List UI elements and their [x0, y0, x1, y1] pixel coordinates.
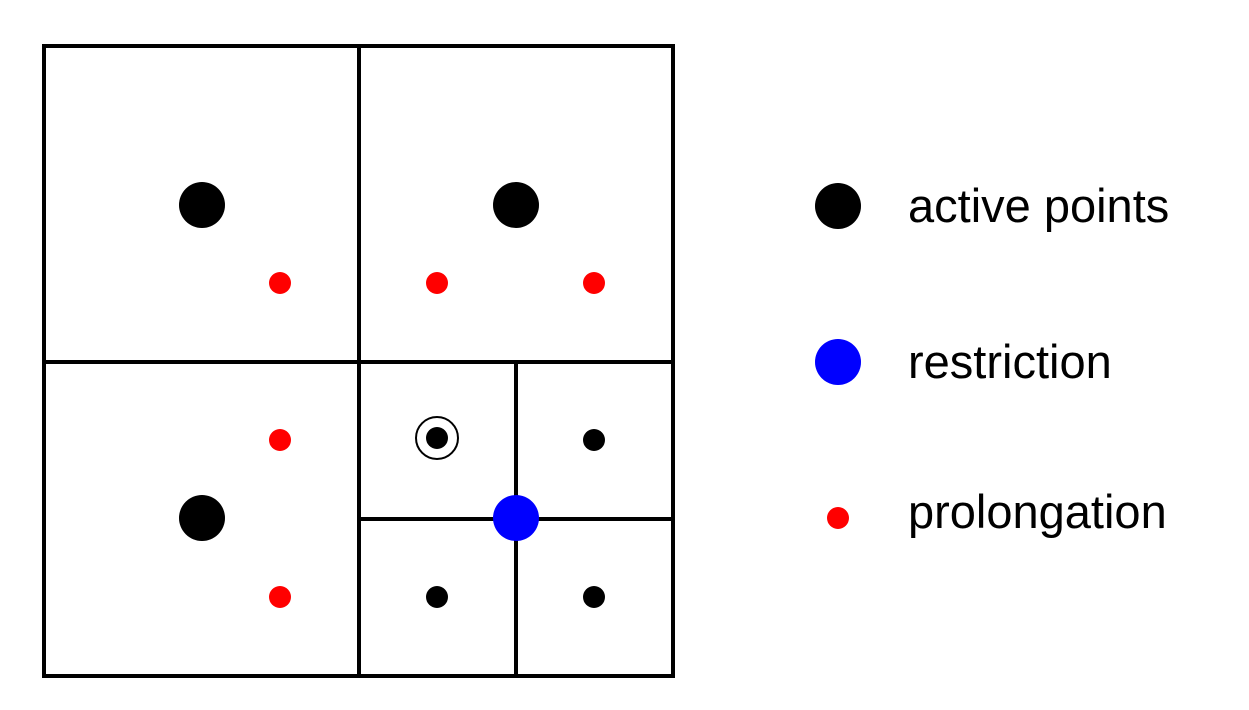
- restriction-point: [493, 495, 539, 541]
- legend-item-prolongation: prolongation: [827, 485, 1167, 538]
- coarse-active-point: [179, 495, 225, 541]
- legend-label-restriction: restriction: [908, 335, 1112, 388]
- coarse-active-point: [179, 182, 225, 228]
- prolongation-points: [269, 272, 605, 608]
- legend-marker-restriction: [815, 339, 861, 385]
- restriction-points: [493, 495, 539, 541]
- prolongation-point: [583, 272, 605, 294]
- prolongation-point: [269, 586, 291, 608]
- mesh-grid: [42, 44, 675, 678]
- fine-active-point: [583, 586, 605, 608]
- fine-active-point: [426, 427, 448, 449]
- active-points: [179, 182, 605, 608]
- highlighted-point-ring: [415, 416, 459, 460]
- fine-active-point: [426, 586, 448, 608]
- legend-marker-prolongation: [827, 507, 849, 529]
- fine-active-point: [583, 429, 605, 451]
- legend-item-restriction: restriction: [815, 335, 1112, 388]
- legend: active points restriction prolongation: [815, 179, 1169, 538]
- legend-marker-active: [815, 183, 861, 229]
- prolongation-point: [269, 272, 291, 294]
- prolongation-point: [269, 429, 291, 451]
- legend-label-active: active points: [908, 179, 1169, 232]
- coarse-active-point: [493, 182, 539, 228]
- legend-item-active: active points: [815, 179, 1169, 232]
- prolongation-point: [426, 272, 448, 294]
- legend-label-prolongation: prolongation: [908, 485, 1167, 538]
